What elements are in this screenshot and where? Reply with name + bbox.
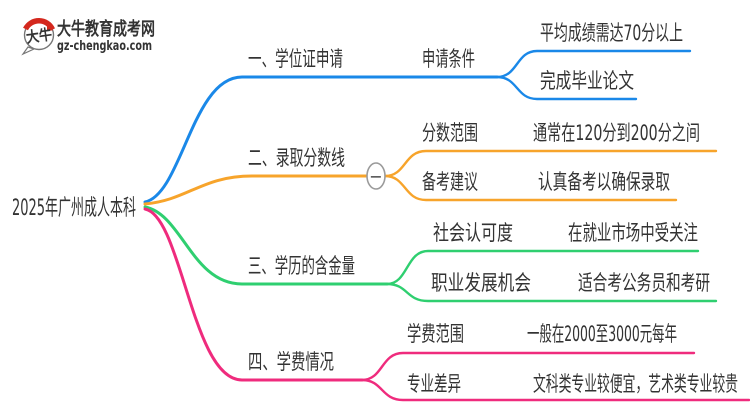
site-logo: 大牛 大牛教育成考网 gz-chengkao.com [21,18,155,56]
branch-2-main-line [143,174,368,206]
branch-4-lower-line [360,378,750,402]
branch-4-label[interactable]: 四、学费情况 [248,350,334,374]
branch-2-child-1-label[interactable]: 分数范围 [422,121,478,145]
branch-2-lower-line [383,174,678,202]
branch-2-child-2-label[interactable]: 备考建议 [422,170,478,194]
branch-4-leaf-1-label[interactable]: 一般在2000至3000元每年 [527,322,677,346]
branch-3-leaf-2-label[interactable]: 适合考公务员和考研 [578,271,710,295]
branch-4-child-1-label[interactable]: 学费范围 [407,322,464,346]
branch-3-label[interactable]: 三、学历的含金量 [248,254,355,278]
branch-3-child-2-label[interactable]: 职业发展机会 [431,271,531,295]
branch-4-leaf-2-label[interactable]: 文科类专业较便宜，艺术类专业较贵 [533,372,738,396]
branch-1-leaf-2-label[interactable]: 完成毕业论文 [540,69,634,93]
branch-1-upper-line [495,49,692,79]
branch-1-leaf-1-label[interactable]: 平均成绩需达70分以上 [540,21,683,45]
branch-3-child-1-label[interactable]: 社会认可度 [433,221,513,245]
branch-3-lower-line [385,282,718,303]
collapse-button[interactable]: − [366,162,386,190]
collapse-minus-icon[interactable]: − [369,167,382,186]
logo-mark-text: 大牛 [25,25,53,46]
branch-1-main-line [143,75,499,204]
branch-3-main-line [143,205,389,286]
branch-1-lower-line [495,75,638,101]
branch-1-label[interactable]: 一、学位证申请 [248,47,343,71]
logo-bubble-tail [21,46,36,56]
root-node-label[interactable]: 2025年广州成人本科 [12,196,136,221]
collapse-button-ellipse[interactable] [366,162,386,190]
branch-2-upper-line [383,149,718,178]
branch-2-label[interactable]: 二、录取分数线 [248,146,345,170]
logo-domain: gz-chengkao.com [57,38,152,54]
branch-1-child-1-label[interactable]: 申请条件 [422,47,475,71]
branch-3-upper-line [385,249,700,286]
branch-4-child-2-label[interactable]: 专业差异 [407,372,461,396]
branch-4-main-line [143,207,364,382]
branch-2-leaf-2-label[interactable]: 认真备考以确保录取 [538,170,670,194]
branch-2-leaf-1-label[interactable]: 通常在120分到200分之间 [533,121,700,145]
branch-3-leaf-1-label[interactable]: 在就业市场中受关注 [568,221,698,245]
branch-4-upper-line [360,351,696,382]
logo-red-seal [47,25,53,31]
logo-title: 大牛教育成考网 [57,18,155,40]
